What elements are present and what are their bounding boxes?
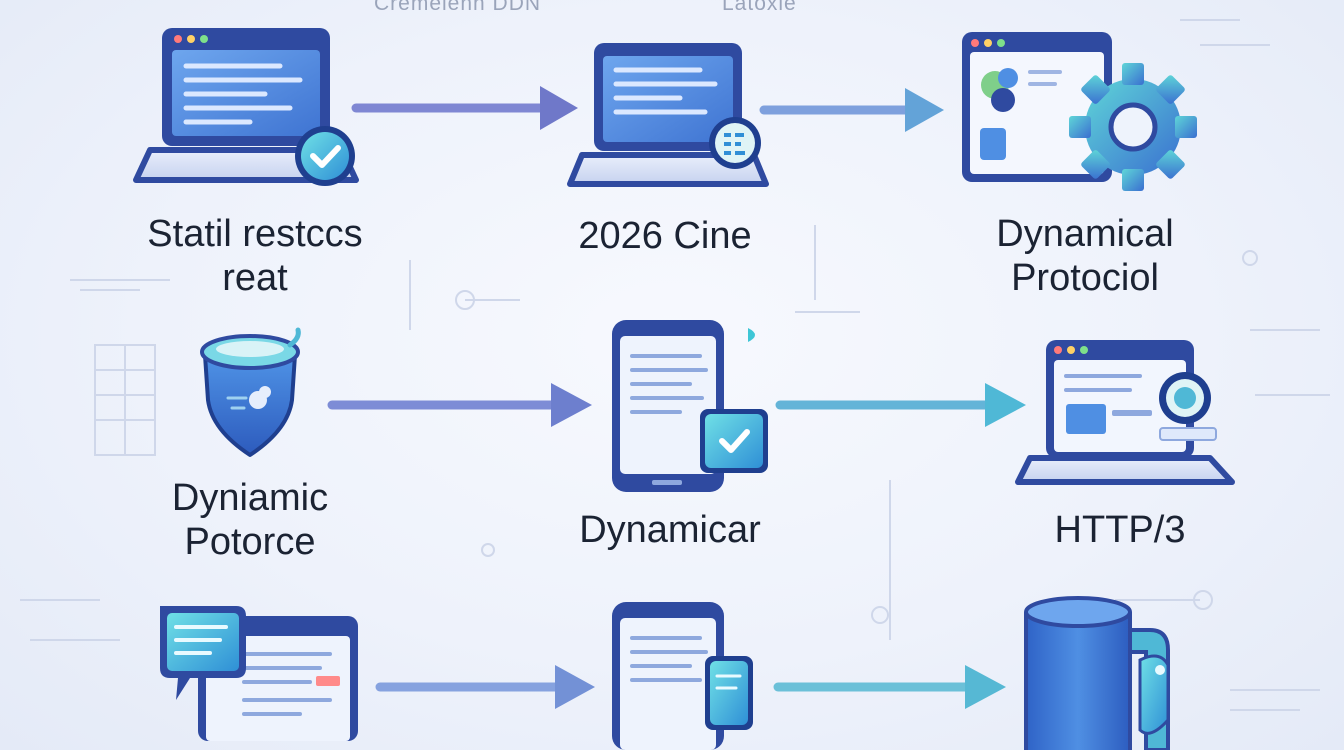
background-decoration (20, 19, 1330, 711)
label-dyniamic-potorce: Dyniamic Potorce (100, 476, 400, 564)
phone-check-icon (612, 320, 768, 492)
arrow-row3-a (375, 665, 595, 709)
laptop-chat-icon (160, 606, 358, 741)
faint-header-left: Cremelenn DDN (374, 0, 542, 15)
arrow-row1-b (759, 88, 944, 132)
arrow-row1-a (351, 86, 578, 130)
label-static-restccs: Statil restccs reat (105, 212, 405, 300)
phone-card-icon (612, 602, 753, 750)
label-line: Dynamicar (579, 509, 761, 551)
laptop-check-icon (133, 28, 359, 186)
arrow-row3-b (773, 665, 1006, 709)
label-line: Protociol (1011, 257, 1159, 299)
label-line: Dynamical (996, 213, 1174, 255)
label-dynamicar: Dynamicar (520, 508, 820, 552)
label-http3: HTTP/3 (975, 508, 1265, 552)
window-gear-icon (962, 32, 1197, 191)
label-line: HTTP/3 (1054, 509, 1186, 551)
arrow-row2-a (327, 383, 592, 427)
arrow-row2-b (775, 383, 1026, 427)
shield-bowl-icon (200, 327, 301, 457)
server-cylinder-icon (1024, 596, 1170, 750)
label-line: Statil restccs (147, 213, 363, 255)
laptop-globe-icon (1015, 340, 1235, 485)
label-2026-cine: 2026 Cine (520, 214, 810, 258)
label-dynamical-protocol: Dynamical Protociol (935, 212, 1235, 300)
label-line: 2026 Cine (578, 215, 752, 257)
faint-header-right: Latoxle (722, 0, 797, 15)
label-line: reat (222, 257, 288, 299)
label-line: Dyniamic (171, 477, 329, 519)
label-line: Potorce (184, 521, 316, 563)
laptop-chart-icon (567, 43, 769, 187)
